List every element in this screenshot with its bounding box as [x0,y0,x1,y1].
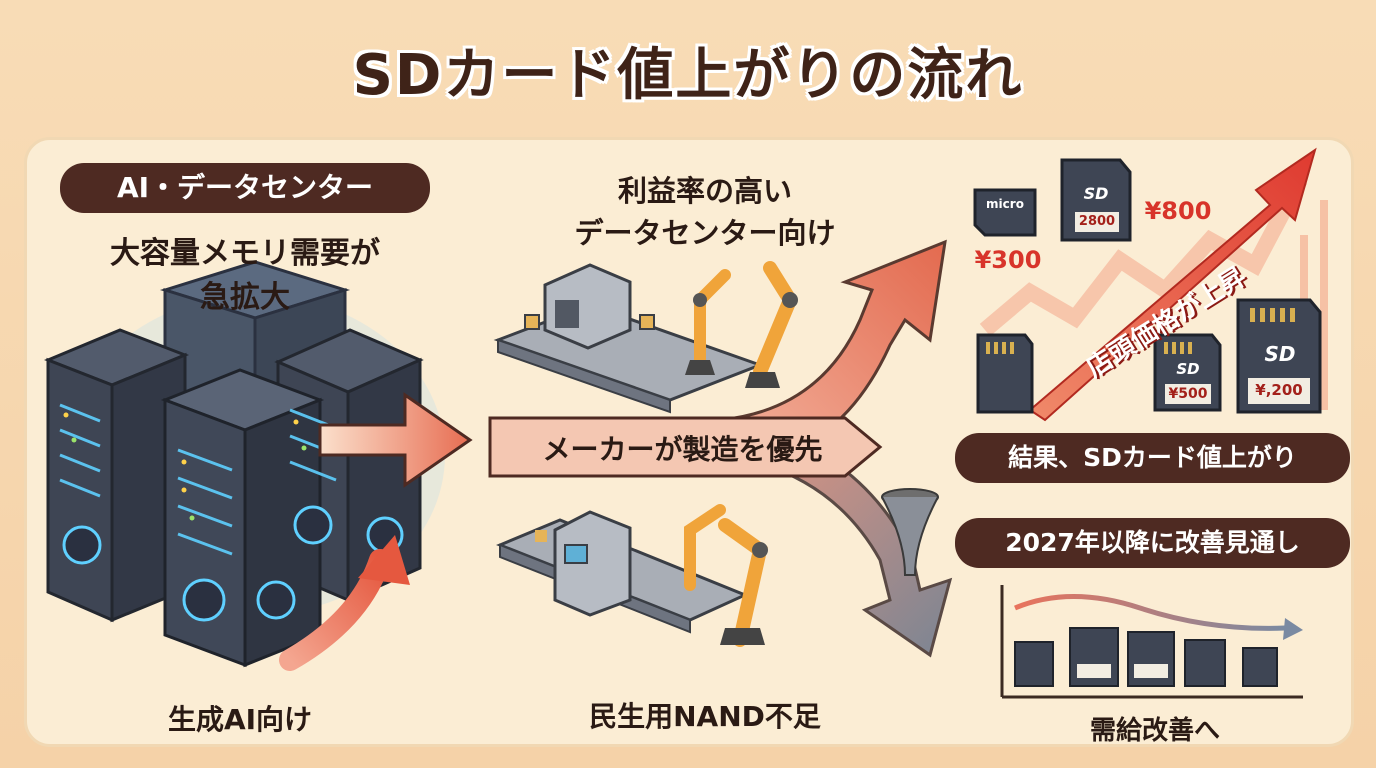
micro-sd-label: micro [986,197,1024,211]
conveyor-belt-icon [496,510,749,634]
micro-sd-icon [973,188,1037,237]
demand-arrow [318,392,473,488]
middle-caption: 民生用NAND不足 [589,700,821,733]
demand-text-line1: 大容量メモリ需要が [110,236,380,271]
priority-arrow-label: メーカーが製造を優先 [542,433,823,466]
sd-label: SD [1176,360,1200,378]
sd-card-icon [1060,158,1132,242]
card-price-1200: ¥,200 [1255,381,1303,399]
page-title: SDカード値上がりの流れ [352,43,1024,108]
middle-top-line2: データセンター向け [574,216,836,250]
left-caption: 生成AI向け [167,703,313,736]
card-price-500: ¥500 [1168,386,1208,402]
growth-curl-arrow [279,535,410,671]
demand-text-line2: 急拡大 [200,280,290,315]
sd-label: SD [1083,184,1109,203]
sd-card-icon [1236,298,1322,414]
funnel-icon [881,488,939,576]
robot-arm-icon [684,261,798,647]
server-rack-icon [43,260,445,668]
trend-chart [1000,585,1303,699]
split-arrow [488,239,953,658]
outlook-pill: 2027年以降に改善見通し [955,518,1350,568]
sd-card-icon [976,333,1034,414]
category-pill: AI・データセンター [60,163,430,213]
card-price-2800: 2800 [1078,214,1116,229]
sd-card-icon [1153,333,1222,412]
factory-machine-icon [493,263,765,414]
result-pill: 結果、SDカード値上がり [955,433,1350,483]
price-low: ¥300 [974,246,1042,274]
price-high: ¥800 [1144,197,1212,225]
right-caption: 需給改善へ [1089,716,1220,746]
sd-label: SD [1264,342,1296,366]
middle-top-line1: 利益率の高い [617,174,792,208]
